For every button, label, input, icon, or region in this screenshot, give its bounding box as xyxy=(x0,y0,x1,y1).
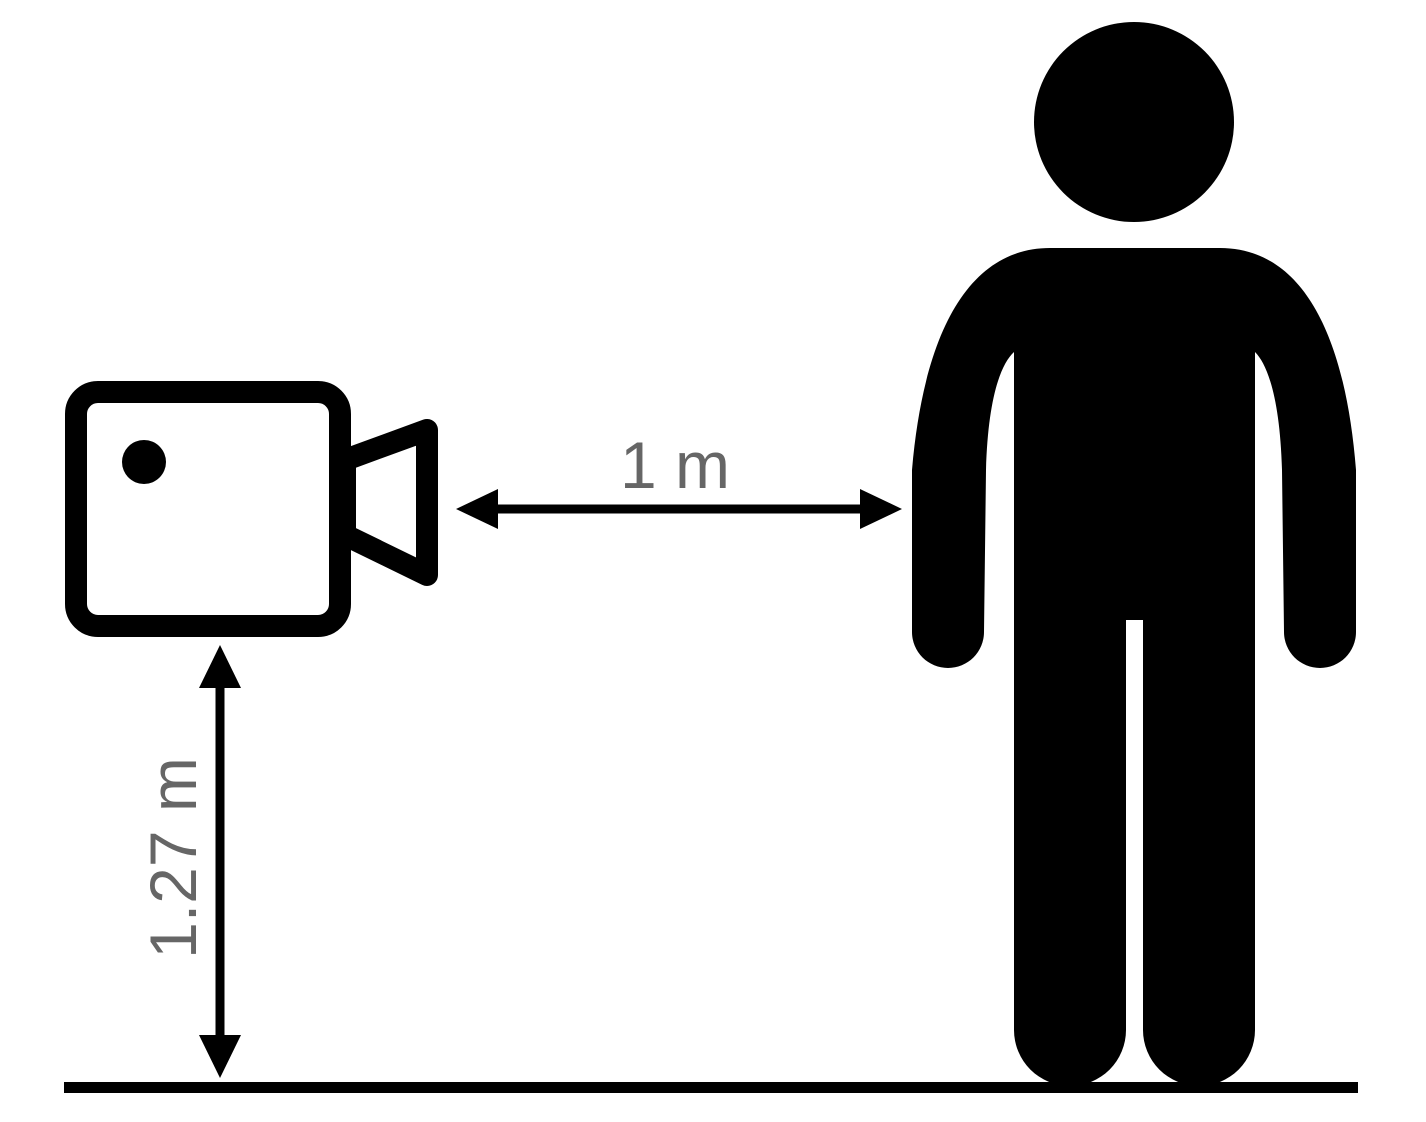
camera-body xyxy=(65,381,351,637)
height-label: 1.27 m xyxy=(136,757,210,959)
distance-arrow-left-head xyxy=(456,489,498,529)
camera-viewfinder xyxy=(334,419,438,586)
video-camera-icon xyxy=(65,381,438,637)
height-arrow xyxy=(199,645,241,1078)
height-arrow-top-head xyxy=(199,645,241,688)
camera-lens-dot xyxy=(122,440,166,484)
distance-arrow xyxy=(456,489,902,529)
height-arrow-bottom-head xyxy=(199,1035,241,1078)
person-head xyxy=(1034,22,1234,222)
distance-label: 1 m xyxy=(620,428,730,502)
person-icon xyxy=(912,22,1356,1086)
distance-arrow-right-head xyxy=(860,489,902,529)
person-body xyxy=(912,248,1356,1086)
ground-line xyxy=(64,1082,1358,1093)
